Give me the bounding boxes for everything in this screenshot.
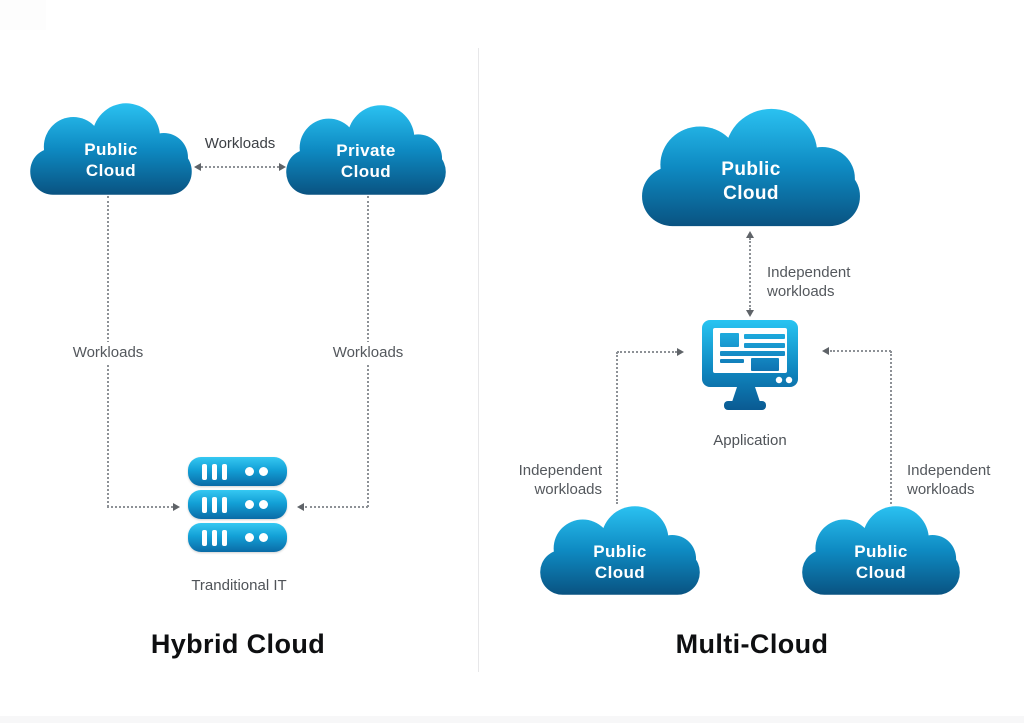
- arrow-right-icon: [279, 163, 286, 171]
- arrow-right-icon: [173, 503, 180, 511]
- server-bars: [202, 463, 227, 480]
- independent-workloads-left-label: Independent workloads: [498, 461, 602, 499]
- public-cloud-left-label: Public Cloud: [28, 101, 194, 197]
- page-bottom-band: [0, 716, 1024, 723]
- cloud-label-line: Cloud: [594, 562, 646, 582]
- connector-left-cloud-v: [616, 352, 618, 504]
- public-cloud-top-icon: Public Cloud: [639, 106, 863, 229]
- cloud-label-line: Public: [854, 541, 908, 561]
- cloud-label-line: Cloud: [340, 162, 392, 181]
- multi-cloud-title: Multi-Cloud: [675, 629, 829, 659]
- server-unit: [188, 490, 287, 519]
- hybrid-cloud-title: Hybrid Cloud: [150, 629, 326, 659]
- workloads-left-label: Workloads: [57, 342, 159, 363]
- independent-workloads-top-label: Independent workloads: [767, 263, 887, 301]
- cloud-label-line: Cloud: [85, 161, 137, 180]
- connector-right-elbow: [305, 506, 368, 508]
- arrow-left-icon: [822, 347, 829, 355]
- arrow-left-icon: [297, 503, 304, 511]
- application-caption: Application: [713, 432, 787, 449]
- page-corner-artifact: [0, 0, 46, 30]
- traditional-it-caption: Tranditional IT: [191, 577, 287, 594]
- connector-cloud-app: [749, 238, 751, 310]
- private-cloud-icon: Private Cloud: [284, 103, 448, 197]
- server-stack-icon: [188, 457, 287, 556]
- cloud-label-line: Public: [721, 159, 781, 180]
- public-cloud-bottom-left-label: Public Cloud: [538, 504, 702, 597]
- server-bars: [202, 529, 227, 546]
- connector-right-cloud-v: [890, 351, 892, 504]
- label-line: Independent: [518, 462, 602, 479]
- arrow-down-icon: [746, 310, 754, 317]
- connector-clouds-horizontal: [201, 166, 279, 168]
- independent-workloads-right-label: Independent workloads: [907, 461, 1017, 499]
- private-cloud-label: Private Cloud: [284, 103, 448, 197]
- label-line: Independent: [907, 462, 991, 479]
- public-cloud-top-label: Public Cloud: [639, 106, 863, 229]
- server-leds: [245, 533, 268, 542]
- public-cloud-bottom-right-icon: Public Cloud: [800, 504, 962, 597]
- cloud-label-line: Cloud: [855, 562, 907, 582]
- public-cloud-bottom-left-icon: Public Cloud: [538, 504, 702, 597]
- arrow-up-icon: [746, 231, 754, 238]
- server-unit: [188, 523, 287, 552]
- cloud-label-line: Public: [84, 140, 138, 159]
- connector-right-cloud-h: [830, 350, 891, 352]
- cloud-label-line: Public: [593, 541, 647, 561]
- server-unit: [188, 457, 287, 486]
- panel-divider: [478, 48, 479, 672]
- connector-left-elbow: [107, 506, 173, 508]
- arrow-left-icon: [194, 163, 201, 171]
- application-monitor-icon: [702, 320, 798, 410]
- label-line: workloads: [534, 481, 602, 498]
- cloud-label-line: Cloud: [723, 183, 779, 204]
- label-line: workloads: [907, 481, 975, 498]
- label-line: Independent: [767, 264, 851, 281]
- workloads-between-label: Workloads: [190, 135, 290, 152]
- server-leds: [245, 500, 268, 509]
- arrow-right-icon: [677, 348, 684, 356]
- public-cloud-left-icon: Public Cloud: [28, 101, 194, 197]
- cloud-label-line: Private: [336, 141, 396, 160]
- connector-left-cloud-h: [617, 351, 677, 353]
- label-line: workloads: [767, 283, 835, 300]
- public-cloud-bottom-right-label: Public Cloud: [800, 504, 962, 597]
- workloads-right-label: Workloads: [317, 342, 419, 363]
- server-bars: [202, 496, 227, 513]
- server-leds: [245, 467, 268, 476]
